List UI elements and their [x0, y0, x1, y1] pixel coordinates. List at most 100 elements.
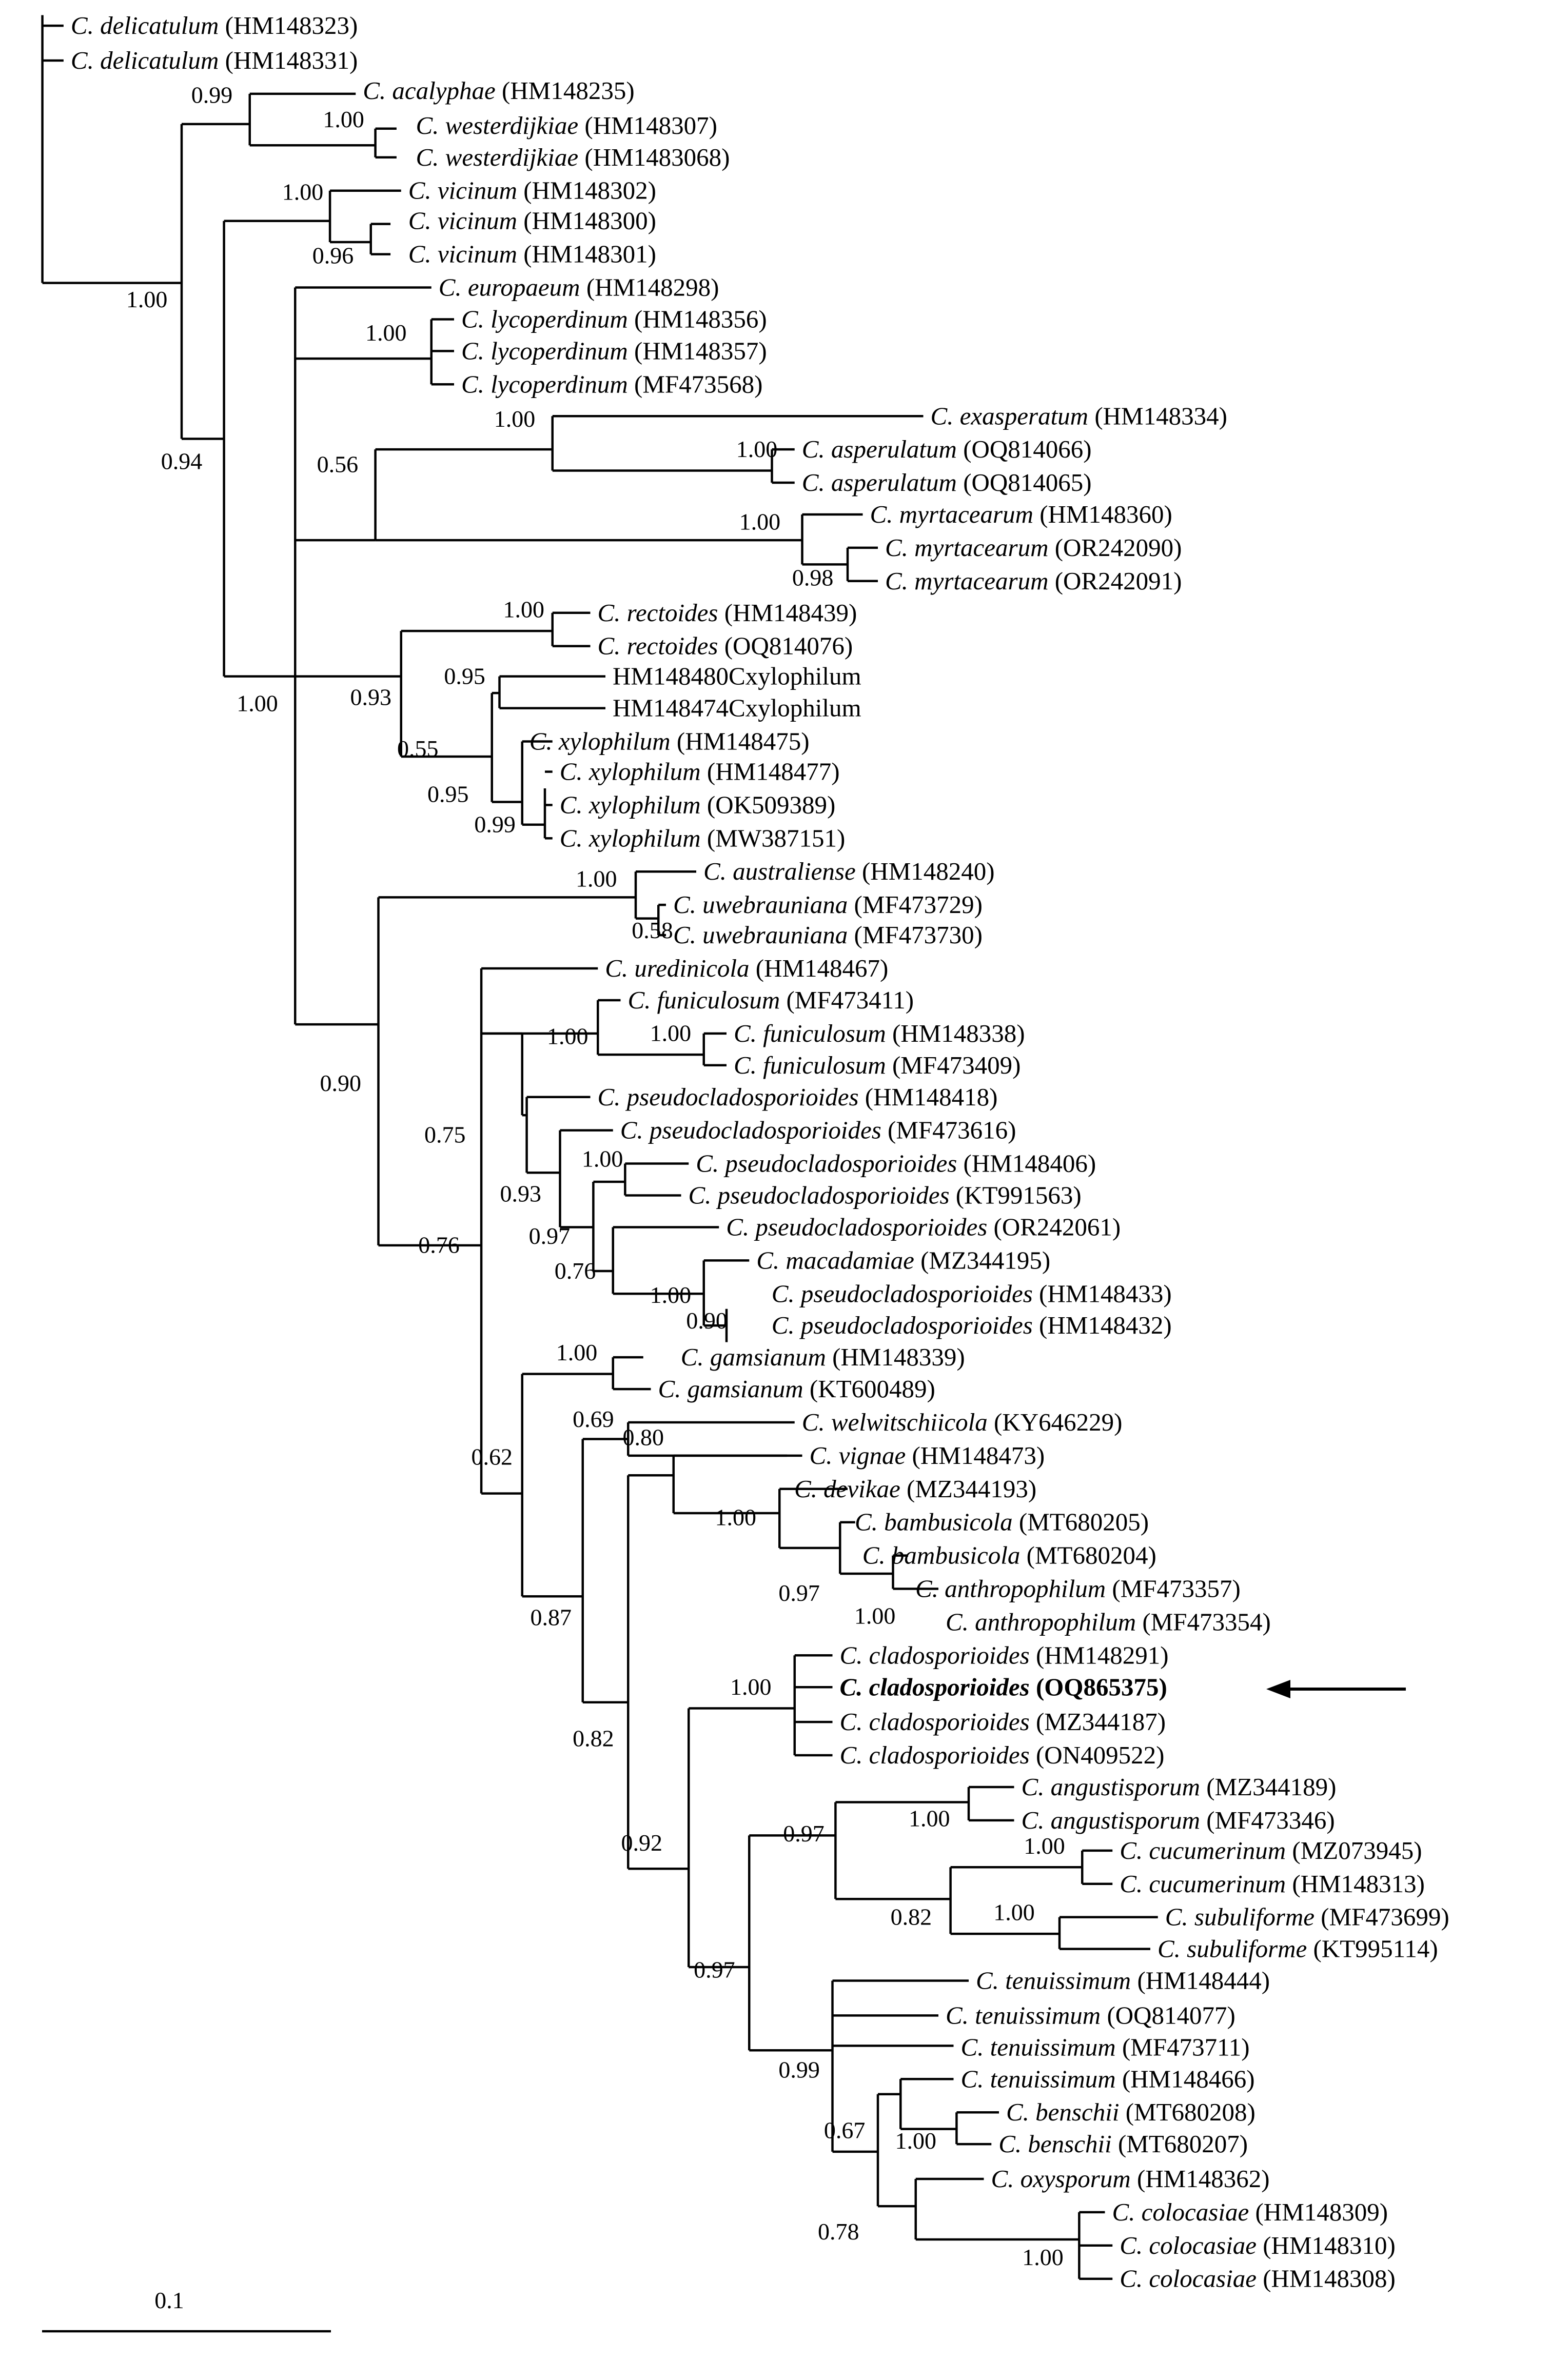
taxon-label: C. pseudocladosporioides (OR242061) — [726, 1213, 1121, 1241]
taxon-accession: (MF473711) — [1122, 2033, 1250, 2061]
support-value: 1.00 — [237, 690, 278, 717]
taxon-species: C. funiculosum — [628, 986, 787, 1014]
taxon-species: C. myrtacearum — [870, 500, 1040, 528]
taxon-species: C. cladosporioides — [840, 1641, 1036, 1669]
taxon-label: C. devikae (MZ344193) — [794, 1475, 1036, 1503]
taxon-species: C. bambusicola — [862, 1541, 1027, 1570]
taxon-accession: (OQ814076) — [724, 632, 853, 660]
support-value: 0.97 — [778, 1580, 820, 1606]
taxon-accession: (HM148356) — [634, 305, 767, 333]
taxon-species: C. bambusicola — [855, 1508, 1019, 1536]
taxon-accession: (OQ814065) — [963, 468, 1091, 497]
taxon-label: C. welwitschiicola (KY646229) — [802, 1408, 1123, 1436]
taxon-accession: (HM148298) — [586, 273, 719, 302]
taxon-accession: HM148474Cxylophilum — [613, 694, 861, 722]
taxon-label: C. myrtacearum (HM148360) — [870, 500, 1172, 528]
taxon-accession: (MT680207) — [1118, 2130, 1248, 2158]
support-value: 1.00 — [1022, 2244, 1064, 2270]
taxon-accession: (MF473354) — [1142, 1608, 1270, 1636]
taxon-accession: (MZ344187) — [1036, 1708, 1166, 1736]
taxon-species: C. benschii — [1006, 2098, 1126, 2126]
taxon-accession: (HM148406) — [964, 1149, 1096, 1178]
support-value: 0.67 — [824, 2117, 866, 2143]
support-value: 0.75 — [424, 1121, 466, 1147]
taxon-species: C. acalyphae — [363, 76, 502, 105]
taxon-accession: (MZ073945) — [1292, 1836, 1422, 1865]
support-value: 0.95 — [444, 663, 485, 689]
taxon-label: C. uwebrauniana (MF473729) — [673, 890, 983, 919]
taxon-species: C. myrtacearum — [885, 533, 1055, 562]
taxon-label: C. rectoides (HM148439) — [598, 599, 857, 627]
taxon-accession: (MF473411) — [786, 986, 914, 1014]
taxon-accession: (MF473568) — [634, 370, 762, 398]
support-value: 0.82 — [891, 1903, 932, 1930]
taxon-species: C. europaeum — [439, 273, 586, 302]
taxon-label: C. anthropophilum (MF473354) — [946, 1608, 1271, 1636]
taxon-label: C. cladosporioides (OQ865375) — [840, 1673, 1167, 1701]
taxon-species: C. funiculosum — [734, 1019, 892, 1047]
taxon-label: C. cucumerinum (HM148313) — [1120, 1870, 1425, 1898]
taxon-label: C. subuliforme (KT995114) — [1157, 1935, 1438, 1963]
taxon-accession: (HM148339) — [832, 1343, 965, 1371]
taxon-species: C. xylophilum — [529, 727, 677, 756]
support-value: 0.76 — [555, 1258, 596, 1284]
support-value: 0.94 — [161, 448, 203, 474]
taxon-species: C. rectoides — [598, 632, 724, 660]
taxon-label: C. vicinum (HM148301) — [408, 240, 656, 268]
taxon-label: C. colocasiae (HM148308) — [1120, 2265, 1396, 2293]
taxon-accession: (OQ865375) — [1036, 1673, 1167, 1701]
taxon-label: C. bambusicola (MT680204) — [862, 1541, 1156, 1570]
taxon-species: C. pseudocladosporioides — [772, 1279, 1039, 1307]
taxon-species: C. welwitschiicola — [802, 1408, 994, 1436]
taxon-species: C. oxysporum — [991, 2165, 1137, 2193]
taxon-label: C. westerdijkiae (HM1483068) — [416, 143, 730, 171]
taxon-accession: (MT680205) — [1019, 1508, 1149, 1536]
taxon-species: C. gamsianum — [681, 1343, 832, 1371]
support-value: 1.00 — [993, 1899, 1035, 1926]
taxon-species: C. cucumerinum — [1120, 1870, 1292, 1898]
taxon-accession: (MZ344195) — [920, 1246, 1050, 1274]
taxon-accession: (HM148473) — [912, 1441, 1045, 1470]
taxon-accession: (HM148444) — [1137, 1967, 1270, 1995]
taxon-species: C. xylophilum — [560, 790, 707, 819]
support-value: 1.00 — [126, 286, 168, 312]
taxon-label: C. acalyphae (HM148235) — [363, 76, 634, 105]
taxon-label: C. pseudocladosporioides (HM148418) — [598, 1083, 998, 1111]
taxon-species: C. benschii — [998, 2130, 1118, 2158]
taxon-species: C. pseudocladosporioides — [772, 1311, 1039, 1339]
taxon-accession: (MZ344189) — [1206, 1773, 1336, 1801]
taxon-accession: (HM148307) — [584, 111, 717, 140]
taxon-label: C. lycoperdinum (HM148357) — [461, 336, 767, 365]
taxon-species: C. australiense — [703, 857, 862, 885]
support-value: 0.78 — [818, 2218, 859, 2245]
taxon-label: C. lycoperdinum (HM148356) — [461, 305, 767, 333]
taxon-accession: (HM148475) — [677, 727, 810, 756]
taxon-accession: (OR242090) — [1055, 533, 1182, 562]
support-value: 0.93 — [350, 684, 392, 710]
taxon-label: C. asperulatum (OQ814065) — [802, 468, 1092, 497]
taxon-label: C. funiculosum (MF473409) — [734, 1051, 1021, 1079]
taxon-label: C. pseudocladosporioides (KT991563) — [689, 1181, 1082, 1209]
taxon-species: C. subuliforme — [1157, 1935, 1313, 1963]
taxon-accession: (HM148433) — [1039, 1279, 1172, 1307]
taxon-label: C. australiense (HM148240) — [703, 857, 995, 885]
taxon-label: C. angustisporum (MF473346) — [1022, 1806, 1335, 1834]
taxon-accession: (MF473346) — [1206, 1806, 1335, 1834]
taxon-species: C. gamsianum — [658, 1375, 810, 1403]
taxon-label: C. asperulatum (OQ814066) — [802, 435, 1092, 463]
taxon-label: C. lycoperdinum (MF473568) — [461, 370, 763, 398]
taxon-accession: (HM148331) — [225, 46, 358, 74]
support-value: 1.00 — [736, 436, 778, 462]
taxon-accession: (MW387151) — [707, 824, 845, 852]
taxon-label: C. pseudocladosporioides (HM148432) — [772, 1311, 1172, 1339]
taxon-species: C. cladosporioides — [840, 1741, 1036, 1769]
taxon-accession: (HM148240) — [862, 857, 995, 885]
taxon-label: C. tenuissimum (MF473711) — [961, 2033, 1250, 2061]
taxon-label: C. cucumerinum (MZ073945) — [1120, 1836, 1422, 1865]
taxon-label: C. exasperatum (HM148334) — [931, 402, 1227, 430]
taxon-species: C. xylophilum — [560, 758, 707, 786]
taxon-species: C. tenuissimum — [976, 1967, 1137, 1995]
taxon-label: HM148474Cxylophilum — [613, 694, 861, 722]
taxon-label: C. colocasiae (HM148309) — [1112, 2198, 1388, 2226]
